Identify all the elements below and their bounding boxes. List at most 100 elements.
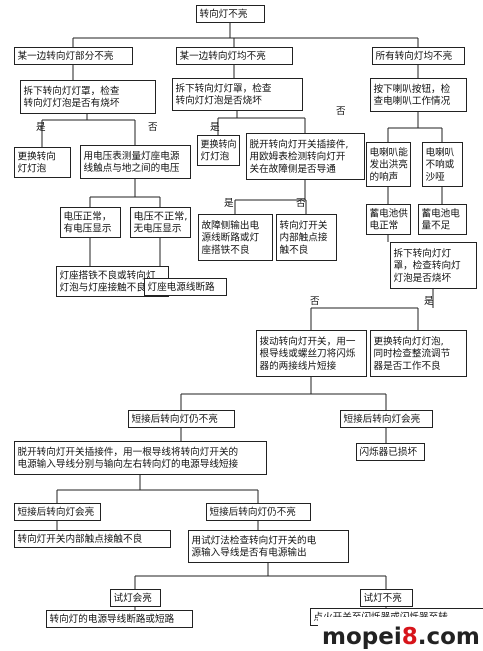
node-box — [196, 5, 265, 23]
node-box — [14, 530, 171, 548]
flow-node-h1: 试灯会亮 — [110, 589, 161, 607]
node-text-line: 源输入导线是否有电源输出 — [192, 547, 307, 559]
node-text-line: 灯座电源线断路 — [148, 281, 216, 293]
flow-node-b6: 转向灯开关内部触点接触不良 — [276, 214, 337, 261]
node-box — [276, 214, 337, 261]
node-box — [340, 410, 433, 428]
node-text-line: 蓄电池供 — [370, 208, 409, 220]
node-text-line: 更换转向灯灯泡, — [374, 335, 444, 347]
node-box — [80, 145, 191, 179]
node-box — [188, 530, 349, 563]
node-text-line: 灯灯泡 — [18, 163, 47, 175]
edge-label-yes: 是 — [424, 296, 434, 307]
edge-label-no: 否 — [296, 198, 306, 209]
node-text-line: 内部触点接 — [280, 232, 328, 244]
node-text-line: 脱开转向灯开关插接件，用一根导线将转向灯开关的 — [18, 446, 239, 458]
node-text-line: 有电压显示 — [64, 223, 112, 235]
node-text-line: 不响或 — [426, 159, 455, 171]
node-text-line: 故障侧输出电 — [202, 219, 260, 231]
watermark-text: mopei8.com — [322, 624, 480, 650]
node-text-line: 电正常 — [370, 220, 399, 232]
flow-node-h2: 试灯不亮 — [360, 589, 413, 607]
flow-node-h3: 转向灯的电源导线断路或短路 — [46, 610, 193, 628]
node-text-line: 座搭铁不良 — [202, 244, 250, 256]
connectors — [41, 22, 443, 610]
flow-node-g2: 短接后转向灯仍不亮 — [206, 503, 311, 521]
node-text-line: 灯泡与灯座接触不良 — [60, 282, 147, 294]
node-text-line: 电压不正常, — [134, 211, 188, 223]
node-box — [370, 78, 467, 112]
flow-node-f1: 脱开转向灯开关插接件，用一根导线将转向灯开关的电源输入导线分别与输向左右转向灯的… — [14, 441, 267, 475]
edge-label-yes: 是 — [224, 198, 234, 209]
node-box — [206, 503, 311, 521]
node-text-line: 线触点与地之间的电压 — [84, 162, 180, 174]
node-text-line: 转向灯开关 — [280, 219, 328, 231]
node-text-line: 所有转向灯均不亮 — [376, 50, 453, 62]
node-text-line: 量不足 — [422, 221, 451, 232]
node-text-line: 转向灯的电源导线断路或短路 — [50, 613, 175, 625]
node-box — [110, 589, 161, 607]
node-text-line: 短接后转向灯仍不亮 — [210, 506, 296, 518]
node-text-line: 电压正常， — [64, 211, 112, 223]
edge-labels: 是否是否是否否是 — [36, 106, 434, 307]
edge-label-yes: 是 — [36, 122, 46, 133]
node-text-line: 更换转向 — [201, 139, 237, 151]
node-box — [128, 410, 235, 428]
flow-node-g1: 短接后转向灯会亮 — [14, 503, 101, 521]
node-box — [198, 214, 273, 261]
node-box — [14, 47, 133, 65]
node-text-line: 电喇叭 — [426, 146, 455, 158]
flow-node-e2: 短接后转向灯会亮 — [340, 410, 433, 428]
node-text-line: 无电压显示 — [134, 223, 182, 235]
node-box — [356, 443, 425, 461]
node-text-line: 用电压表测量灯座电源 — [84, 150, 180, 162]
flow-node-a3: 更换转向灯灯泡 — [14, 147, 71, 178]
flow-node-c1: 所有转向灯均不亮 — [372, 47, 465, 65]
node-text-line: 器的两接线片短接 — [260, 360, 337, 372]
node-text-line: 源线断路或灯 — [202, 232, 260, 244]
flow-node-e1: 短接后转向灯仍不亮 — [128, 410, 235, 428]
node-box — [172, 78, 303, 111]
node-text-line: 拨动转向灯开关，用一 — [260, 335, 356, 347]
node-text-line: 沙哑 — [426, 172, 446, 183]
node-text-line: 转向灯灯泡是否有烧坏 — [24, 97, 120, 109]
edge-label-no: 否 — [336, 106, 346, 117]
node-text-line: 同时检查整流调节 — [374, 348, 451, 360]
node-text-line: 拆下转向灯灯罩，检查 — [24, 85, 120, 97]
node-text-line: 器是否工作不良 — [374, 360, 442, 372]
flow-node-a6: 电压不正常,无电压显示 — [130, 207, 191, 238]
node-text-line: 试灯不亮 — [364, 592, 402, 604]
node-box — [14, 441, 267, 475]
node-text-line: 转向灯开关内部触点接触不良 — [18, 533, 143, 545]
flow-node-a5: 电压正常，有电压显示 — [60, 207, 121, 238]
node-box — [256, 330, 367, 377]
node-box — [14, 147, 71, 178]
flow-node-a8: 灯座电源线断路 — [144, 278, 227, 296]
flow-node-b1: 某一边转向灯均不亮 — [176, 47, 293, 65]
node-box — [144, 278, 227, 296]
flow-node-e3: 闪烁器已损坏 — [356, 443, 425, 461]
node-text-line: 触不良 — [280, 244, 309, 256]
node-box — [60, 207, 121, 238]
node-text-line: 的响声 — [370, 171, 399, 183]
node-text-line: 用欧姆表检测转向灯开 — [250, 151, 346, 163]
node-text-line: 转向灯灯泡是否烧坏 — [176, 95, 263, 107]
node-text-line: 某一边转向灯部分不亮 — [18, 50, 114, 62]
node-box — [360, 589, 413, 607]
node-box — [20, 80, 156, 114]
node-text-line: 试灯会亮 — [114, 592, 152, 604]
flow-node-root: 转向灯不亮 — [196, 5, 265, 23]
node-box — [14, 503, 101, 521]
